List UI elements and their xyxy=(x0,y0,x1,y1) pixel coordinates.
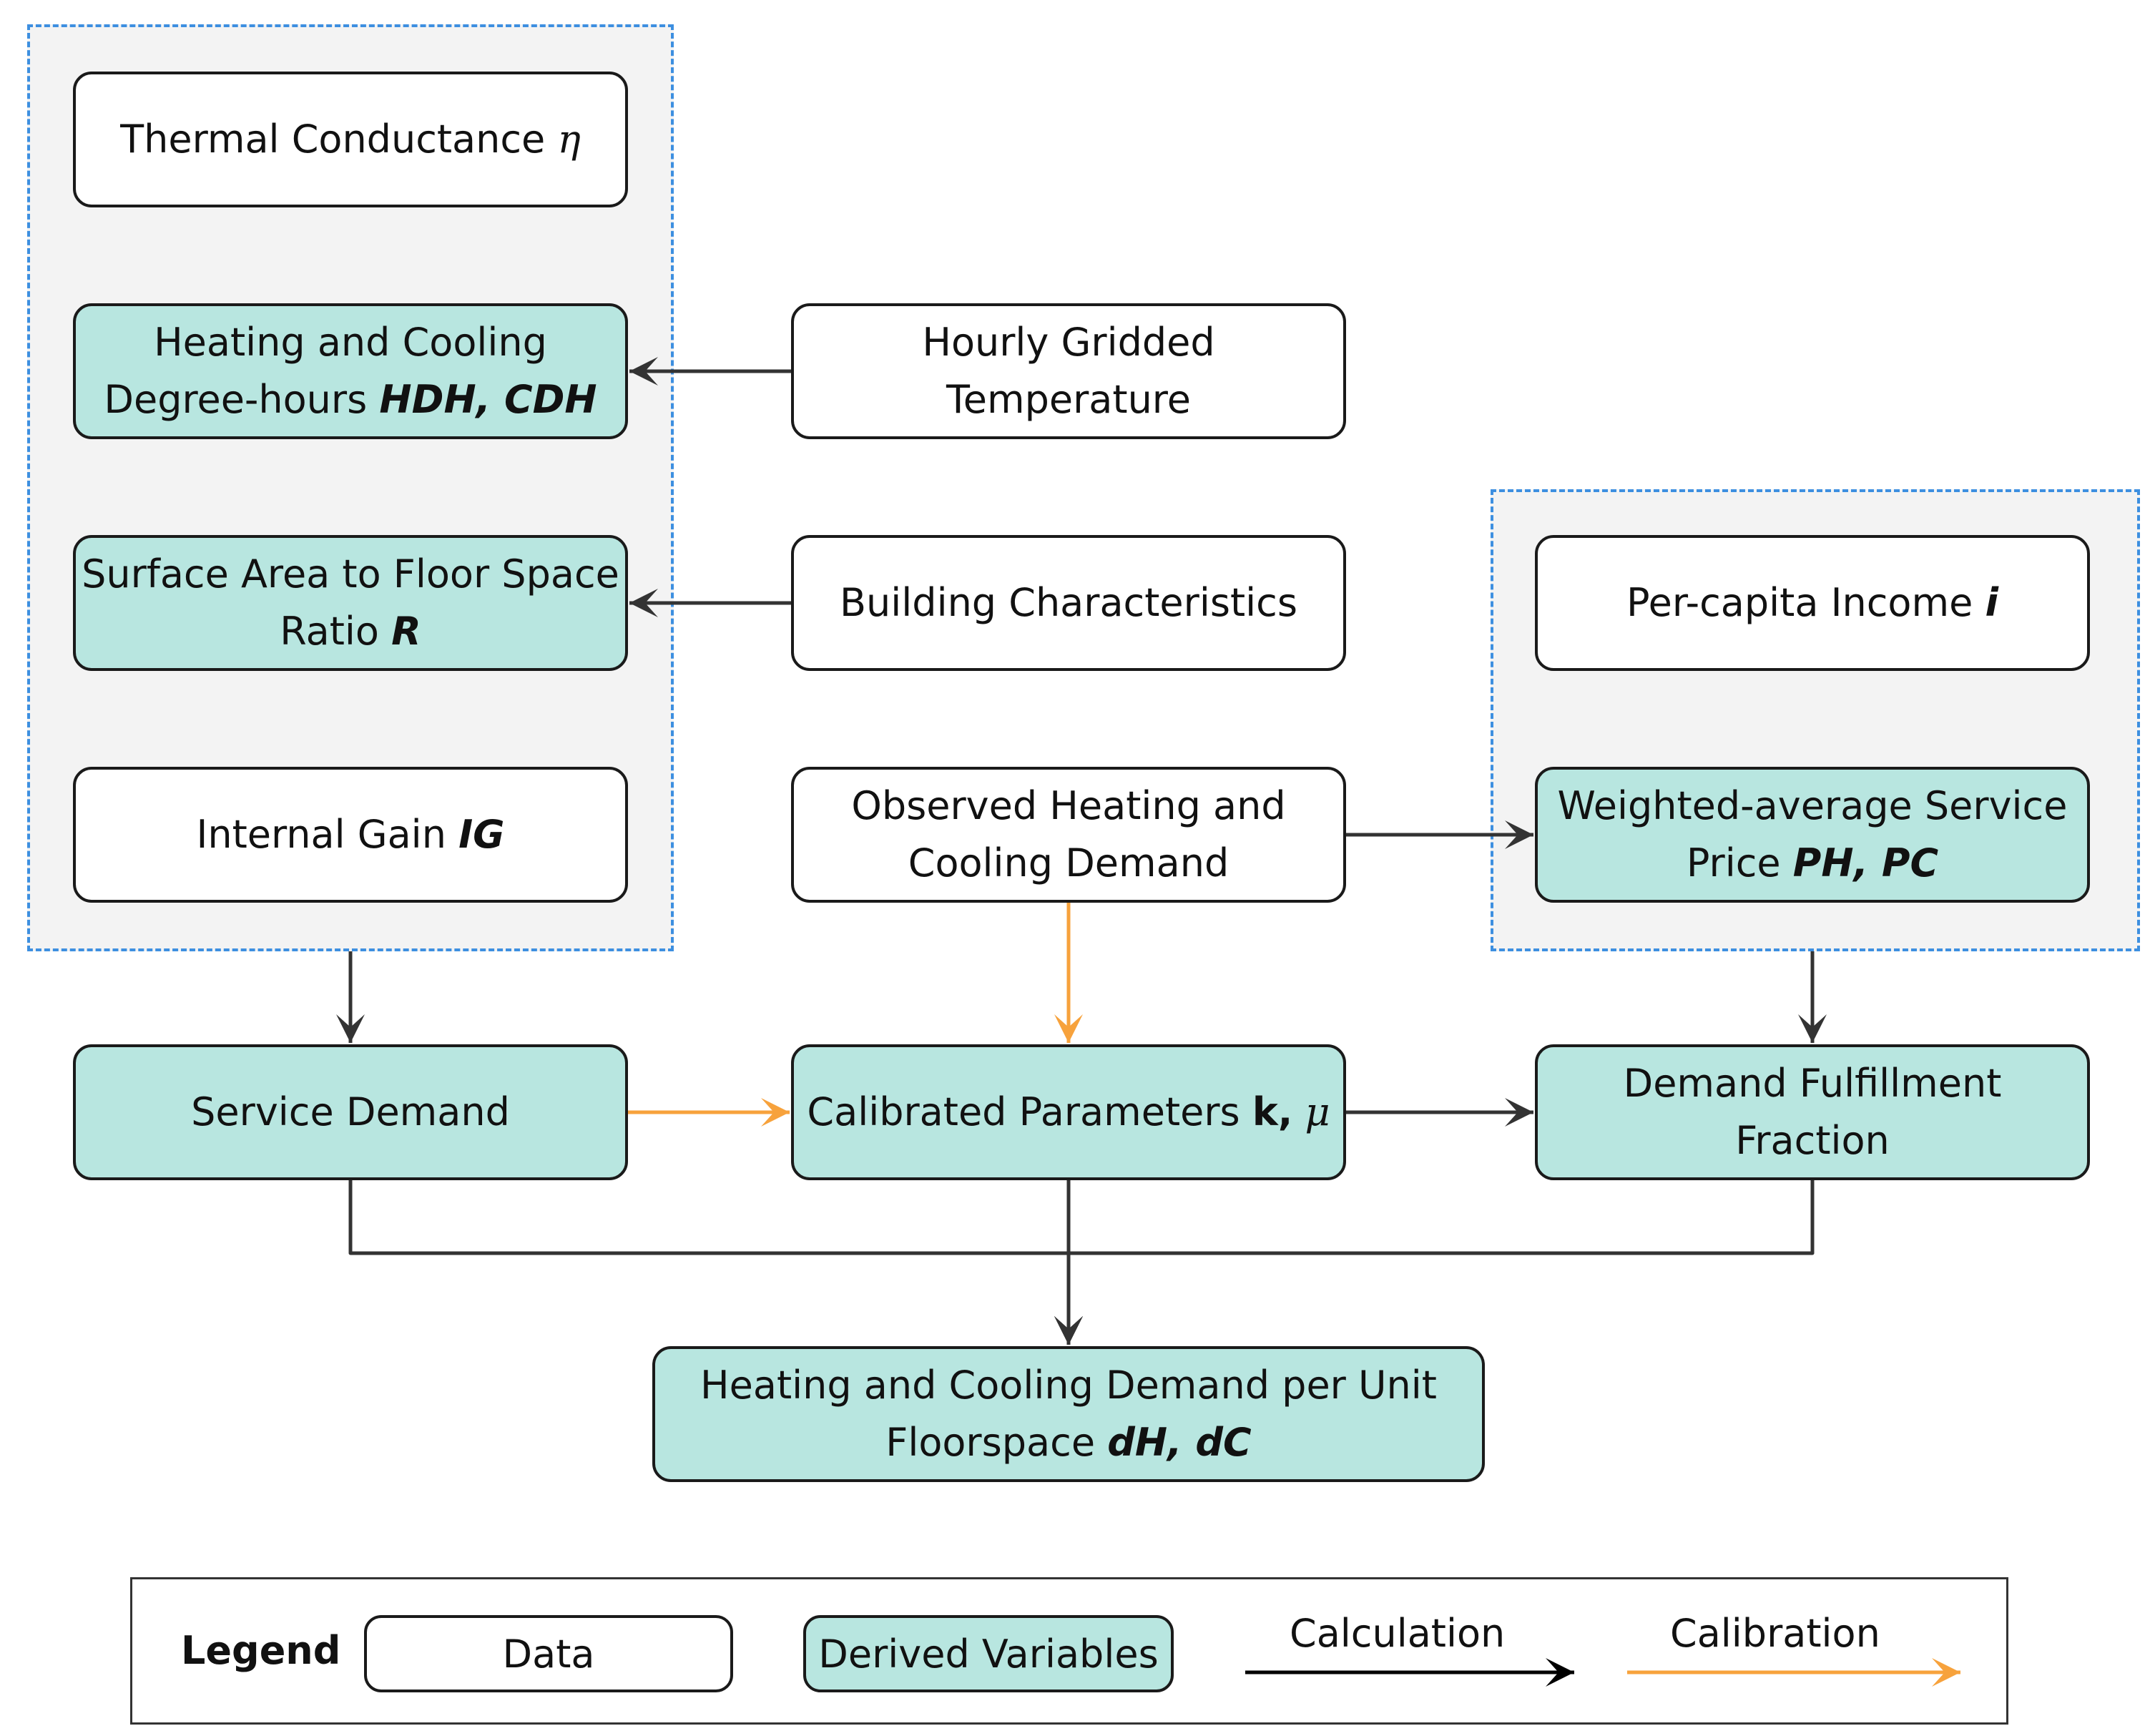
dh-dc-symbol: dH, dC xyxy=(1107,1420,1252,1465)
legend-calculation-arrow-head xyxy=(1546,1658,1574,1687)
surface-area-line2: Ratio xyxy=(280,609,379,654)
legend: Legend Data Derived Variables Calculatio… xyxy=(130,1577,2008,1725)
arrow-calibrated-to-fulfillment-head xyxy=(1505,1098,1533,1127)
demand-fulfillment-node: Demand Fulfillment Fraction xyxy=(1535,1044,2090,1180)
hdh-cdh-symbol: HDH, CDH xyxy=(379,377,597,422)
thermal-conductance-node: Thermal Conductance η xyxy=(73,72,628,207)
hourly-line2: Temperature xyxy=(946,377,1192,422)
ig-symbol: IG xyxy=(458,812,505,858)
arrow-hourly-to-degree-hours-head xyxy=(629,357,658,386)
arrow-observed-to-price-head xyxy=(1505,820,1533,849)
legend-calibration-label: Calibration xyxy=(1670,1611,1880,1656)
price-line1: Weighted-average Service xyxy=(1557,783,2068,829)
arrow-observed-to-calibrated-head xyxy=(1054,1014,1083,1043)
legend-derived-swatch: Derived Variables xyxy=(803,1615,1174,1692)
building-characteristics-label: Building Characteristics xyxy=(840,580,1297,626)
legend-data-swatch: Data xyxy=(364,1615,733,1692)
income-label: Per-capita Income xyxy=(1626,580,1973,626)
arrow-service-to-calibrated-head xyxy=(761,1098,790,1127)
observed-demand-node: Observed Heating and Cooling Demand xyxy=(791,767,1346,903)
arrow-left-group-to-service-demand-head xyxy=(336,1014,365,1043)
legend-title: Legend xyxy=(181,1628,341,1673)
internal-gain-label: Internal Gain xyxy=(196,812,446,858)
eta-symbol: η xyxy=(557,117,581,162)
observed-line2: Cooling Demand xyxy=(908,840,1229,886)
mu-symbol: μ xyxy=(1305,1089,1330,1135)
arrow-service-to-final xyxy=(348,1180,1071,1345)
i-symbol: i xyxy=(1985,580,1998,626)
price-line2: Price xyxy=(1686,840,1781,886)
fulfillment-line2: Fraction xyxy=(1735,1118,1890,1163)
arrow-fulfillment-to-final-head xyxy=(1054,1316,1083,1345)
legend-calibration-arrow-head xyxy=(1932,1658,1960,1687)
legend-derived-label: Derived Variables xyxy=(818,1631,1159,1677)
internal-gain-node: Internal Gain IG xyxy=(73,767,628,903)
arrow-fulfillment-to-final xyxy=(1066,1180,1815,1345)
arrow-building-to-surface-ratio-head xyxy=(629,589,658,617)
building-characteristics-node: Building Characteristics xyxy=(791,535,1346,671)
legend-data-label: Data xyxy=(502,1631,595,1677)
surface-area-ratio-node: Surface Area to Floor Space Ratio R xyxy=(73,535,628,671)
service-demand-node: Service Demand xyxy=(73,1044,628,1180)
service-price-node: Weighted-average Service Price PH, PC xyxy=(1535,767,2090,903)
final-line1: Heating and Cooling Demand per Unit xyxy=(700,1363,1437,1408)
legend-calculation-label: Calculation xyxy=(1290,1611,1506,1656)
thermal-conductance-label: Thermal Conductance xyxy=(120,117,546,162)
hourly-line1: Hourly Gridded xyxy=(922,320,1215,366)
ph-pc-symbol: PH, PC xyxy=(1792,840,1939,886)
calibrated-label: Calibrated Parameters xyxy=(807,1089,1240,1135)
degree-hours-node: Heating and Cooling Degree-hours HDH, CD… xyxy=(73,303,628,439)
fulfillment-line1: Demand Fulfillment xyxy=(1623,1061,2002,1107)
degree-hours-line1: Heating and Cooling xyxy=(154,320,547,366)
k-symbol: k, xyxy=(1252,1089,1293,1135)
surface-area-line1: Surface Area to Floor Space xyxy=(82,551,619,597)
per-capita-income-node: Per-capita Income i xyxy=(1535,535,2090,671)
hourly-temperature-node: Hourly Gridded Temperature xyxy=(791,303,1346,439)
degree-hours-line2: Degree-hours xyxy=(104,377,368,422)
observed-line1: Observed Heating and xyxy=(851,783,1286,829)
service-demand-label: Service Demand xyxy=(191,1089,510,1135)
arrow-right-group-to-fulfillment-head xyxy=(1798,1014,1827,1043)
final-line2: Floorspace xyxy=(885,1420,1096,1465)
final-demand-node: Heating and Cooling Demand per Unit Floo… xyxy=(652,1346,1485,1482)
calibrated-parameters-node: Calibrated Parameters k, μ xyxy=(791,1044,1346,1180)
legend-arrows xyxy=(1245,1658,1960,1687)
r-symbol: R xyxy=(391,609,421,654)
